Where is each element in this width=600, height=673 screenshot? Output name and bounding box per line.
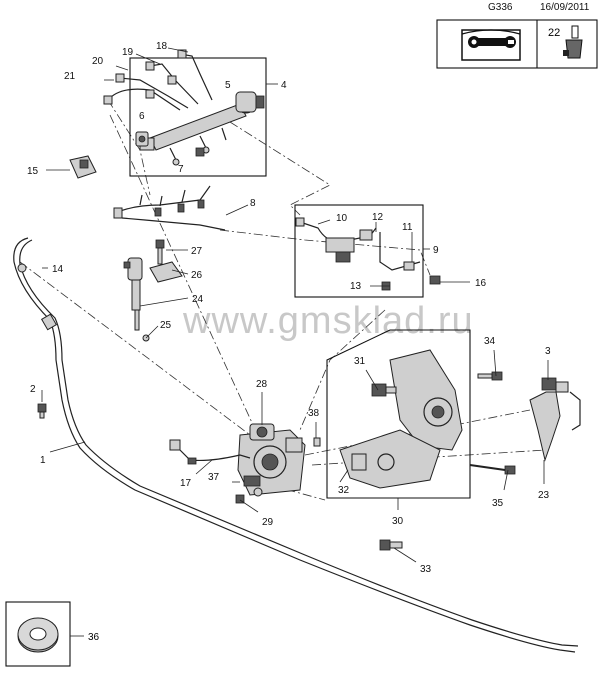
pipe-nut-21 xyxy=(103,95,113,105)
callout-31: 31 xyxy=(354,356,366,367)
legend-box: 22 xyxy=(436,19,598,69)
hose-clamp-14 xyxy=(17,263,27,273)
bolt-27 xyxy=(155,239,165,265)
stud-34 xyxy=(477,371,503,381)
callout-23: 23 xyxy=(538,490,550,501)
callout-38: 38 xyxy=(308,408,320,419)
callout-34: 34 xyxy=(484,336,496,347)
pipe-nut-20 xyxy=(115,73,125,83)
callout-6: 6 xyxy=(139,111,145,122)
pressure-valve-6 xyxy=(135,131,149,147)
injector-pipe-18 xyxy=(179,53,213,101)
callout-10: 10 xyxy=(336,213,348,224)
callout-5: 5 xyxy=(225,80,231,91)
callout-19: 19 xyxy=(122,47,134,58)
pump-bracket xyxy=(339,349,463,489)
pipe-group-frame xyxy=(294,204,424,298)
fuel-injector xyxy=(123,257,143,331)
callout-18: 18 xyxy=(156,41,168,52)
callout-20: 20 xyxy=(92,56,104,67)
callout-labels: 1 2 3 4 5 6 7 8 9 10 11 12 13 14 15 16 1… xyxy=(27,41,551,575)
bolt-7 xyxy=(195,147,205,157)
callout-12: 12 xyxy=(372,212,384,223)
callout-30: 30 xyxy=(392,516,404,527)
callout-9: 9 xyxy=(433,245,439,256)
callout-7: 7 xyxy=(178,164,184,175)
high-pressure-pump xyxy=(237,423,306,496)
callout-14: 14 xyxy=(52,264,64,275)
callout-36: 36 xyxy=(88,632,100,643)
watermark: www.gmsklad.ru xyxy=(182,300,474,342)
callout-15: 15 xyxy=(27,166,39,177)
injector-pipe-19 xyxy=(149,63,199,105)
callout-35: 35 xyxy=(492,498,504,509)
callout-17: 17 xyxy=(180,478,192,489)
harness-connector-17 xyxy=(169,439,181,451)
rail-pressure-sensor xyxy=(235,91,265,113)
callout-37: 37 xyxy=(208,472,220,483)
callout-16: 16 xyxy=(475,278,487,289)
dowel-38 xyxy=(313,437,321,447)
gasket-37 xyxy=(253,487,263,497)
pipe-nut-19b xyxy=(167,75,177,85)
fuel-feed-line-b xyxy=(19,239,579,647)
callout-32: 32 xyxy=(338,485,350,496)
callout-28: 28 xyxy=(256,379,268,390)
bolt-33 xyxy=(379,539,403,551)
pipe-nut-20b xyxy=(145,89,155,99)
callout-3: 3 xyxy=(545,346,551,357)
harness-clip-17 xyxy=(187,457,197,465)
callout-33: 33 xyxy=(420,564,432,575)
injector-pipe-20 xyxy=(119,77,189,109)
callout-21: 21 xyxy=(64,71,76,82)
seal-ring-icon xyxy=(17,617,59,653)
sensor-bracket xyxy=(529,377,581,462)
fuel-feed-line xyxy=(13,237,576,653)
bolt-2 xyxy=(37,403,47,419)
callout-11: 11 xyxy=(402,222,413,233)
sealant-tube-icon xyxy=(563,25,583,59)
callout-29: 29 xyxy=(262,517,274,528)
bolt-31 xyxy=(371,383,397,397)
diagram-date: 16/09/2011 xyxy=(540,2,590,13)
callout-2: 2 xyxy=(30,384,36,395)
hp-pipe-assembly xyxy=(295,217,421,271)
callout-27: 27 xyxy=(191,246,203,257)
clamp-26 xyxy=(149,261,183,283)
leader-lines xyxy=(41,47,549,563)
injector-pipe-21 xyxy=(107,88,181,111)
callout-8: 8 xyxy=(250,198,256,209)
seal-inset-box: 36 xyxy=(5,601,100,667)
tool-label: 22 xyxy=(548,27,560,39)
rail-group-frame xyxy=(129,57,267,177)
diagram-code: G336 xyxy=(488,2,513,13)
line-clip xyxy=(40,313,58,331)
manual-wrench-icon xyxy=(461,29,521,61)
pipe-nut-19 xyxy=(145,61,155,71)
bolt-16 xyxy=(429,275,441,285)
wiring-harness xyxy=(113,185,226,231)
callout-1: 1 xyxy=(40,455,46,466)
bracket-group-frame xyxy=(326,329,471,499)
callout-24: 24 xyxy=(192,294,204,305)
bolt-29 xyxy=(235,494,245,504)
stud-35 xyxy=(469,464,516,475)
callout-13: 13 xyxy=(350,281,362,292)
callout-25: 25 xyxy=(160,320,172,331)
callout-26: 26 xyxy=(191,270,203,281)
connector-15 xyxy=(69,155,97,179)
pipe-nut-18 xyxy=(177,49,187,59)
callout-4: 4 xyxy=(281,80,287,91)
